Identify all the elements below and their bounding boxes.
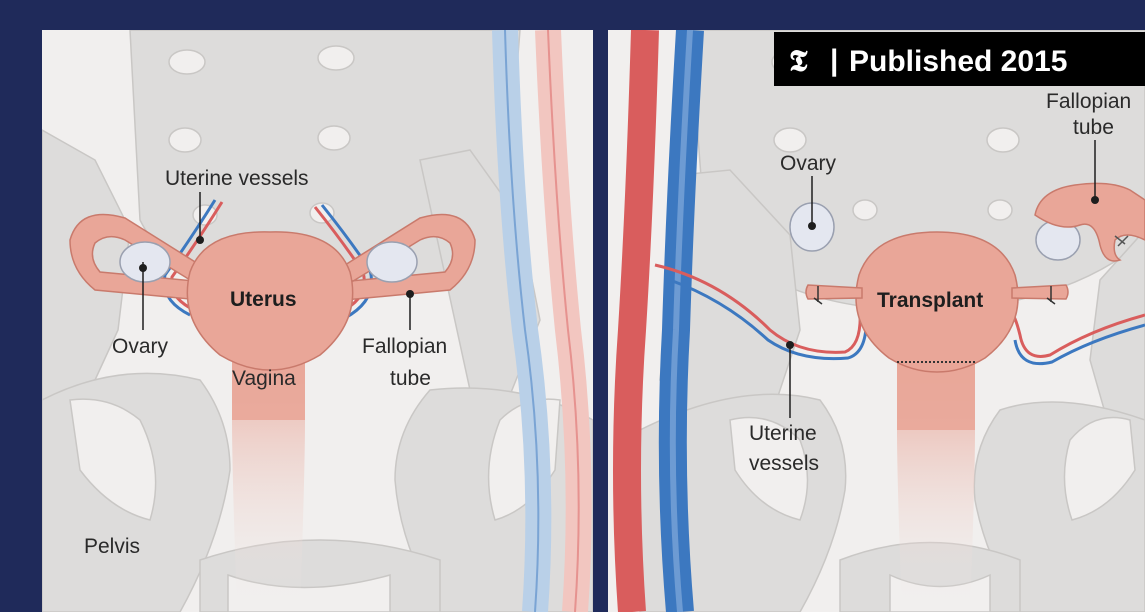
right-panel: Ovary Fallopian tube Transplant Uterine …	[608, 30, 1145, 612]
label-pelvis: Pelvis	[84, 535, 140, 558]
label-uterine-vessels-right-line2: vessels	[749, 452, 819, 475]
label-uterine-vessels: Uterine vessels	[165, 167, 309, 190]
label-ovary: Ovary	[112, 335, 169, 358]
label-ovary-right: Ovary	[780, 152, 837, 175]
label-fallopian-tube-right-line1: Fallopian	[1046, 90, 1131, 113]
label-uterus: Uterus	[230, 288, 297, 311]
published-badge: 𝕿 | Published 2015	[774, 32, 1145, 86]
label-fallopian-tube-right-line2: tube	[1073, 116, 1114, 139]
nyt-logo-icon: 𝕿	[789, 45, 808, 78]
left-panel: Uterine vessels Uterus Ovary Vagina Fall…	[42, 30, 593, 612]
label-uterine-vessels-right-line1: Uterine	[749, 422, 817, 445]
badge-separator: |	[830, 44, 838, 77]
label-transplant: Transplant	[877, 289, 983, 312]
label-fallopian-tube-line1: Fallopian	[362, 335, 447, 358]
label-vagina: Vagina	[232, 367, 296, 390]
badge-published-text: Published 2015	[849, 45, 1067, 78]
label-fallopian-tube-line2: tube	[390, 367, 431, 390]
